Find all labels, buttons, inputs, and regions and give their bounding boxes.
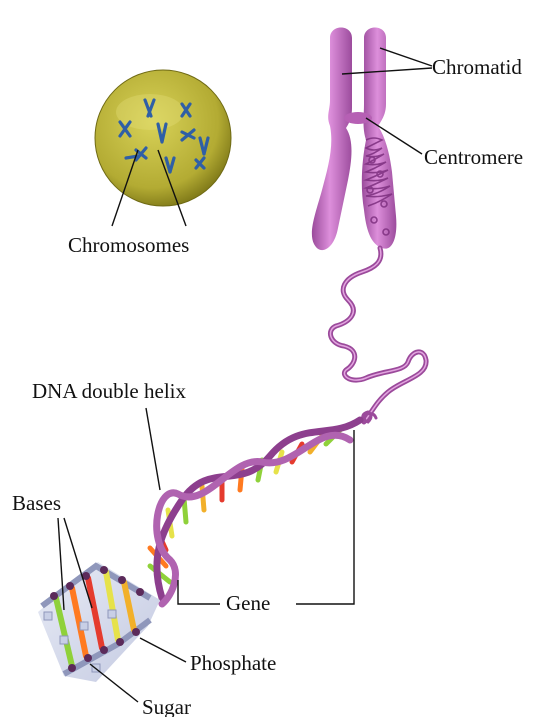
label-bases: Bases <box>12 491 61 515</box>
chromosome <box>312 28 397 251</box>
label-phosphate: Phosphate <box>190 651 276 675</box>
label-chromosomes: Chromosomes <box>68 233 189 257</box>
label-dna-double-helix: DNA double helix <box>32 379 186 403</box>
label-gene: Gene <box>226 591 270 615</box>
cell-nucleus <box>95 70 231 206</box>
dna-ladder <box>38 562 160 682</box>
label-chromatid: Chromatid <box>432 55 522 79</box>
dna-double-helix <box>150 420 360 604</box>
left-chromatid <box>312 28 352 251</box>
uncoiled-dna <box>330 248 426 422</box>
label-sugar: Sugar <box>142 695 191 717</box>
label-centromere: Centromere <box>424 145 523 169</box>
